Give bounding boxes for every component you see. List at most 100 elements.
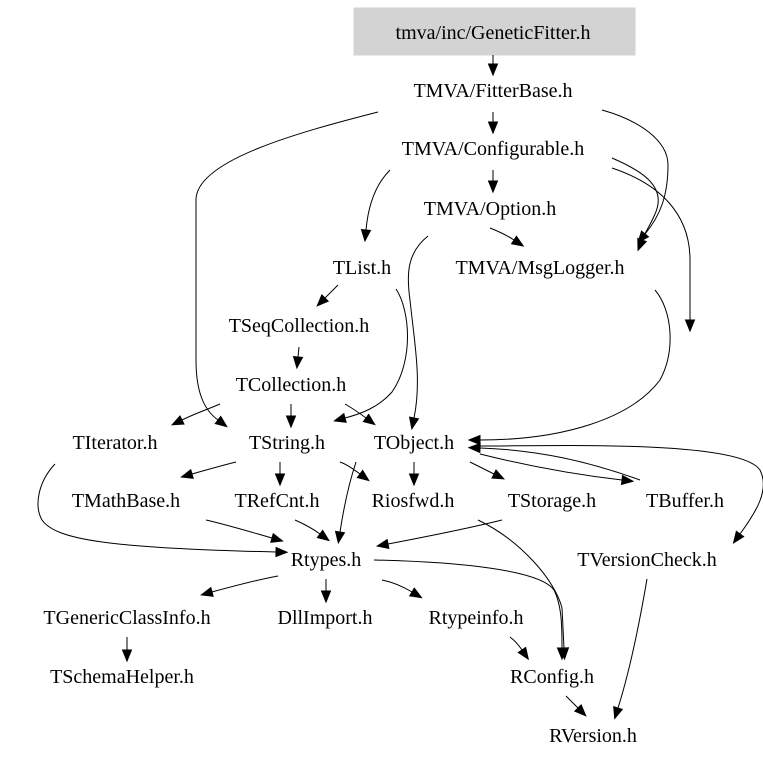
node-rtypeinfo[interactable]: Rtypeinfo.h — [429, 607, 524, 629]
edge-line — [479, 445, 763, 535]
edge-arrowhead — [362, 413, 376, 426]
edge-rtypes-to-rtypeinfo — [381, 579, 423, 599]
graph-edges — [37, 55, 763, 720]
node-tobject[interactable]: TObject.h — [374, 432, 454, 454]
edge-tlist-to-tseqcollection — [316, 284, 339, 307]
edge-arrowhead — [408, 587, 423, 599]
edge-configurable-to-msglogger — [611, 157, 659, 252]
node-tseqcollection[interactable]: TSeqCollection.h — [229, 315, 370, 337]
edge-tversioncheck-to-rversion — [613, 578, 648, 720]
node-tlist[interactable]: TList.h — [333, 257, 391, 279]
edge-titerator-to-rtypes — [37, 463, 289, 558]
edge-line — [205, 519, 273, 539]
node-option[interactable]: TMVA/Option.h — [424, 198, 556, 220]
edge-fitterbase-to-tstring — [195, 111, 379, 428]
node-tmathbase[interactable]: TMathBase.h — [72, 490, 180, 512]
edge-line — [365, 169, 391, 231]
node-msglogger[interactable]: TMVA/MsgLogger.h — [455, 257, 624, 279]
edge-arrowhead — [270, 532, 284, 543]
edge-line — [509, 636, 523, 651]
edge-configurable-to-tobject — [611, 167, 696, 333]
edge-arrowhead — [517, 646, 529, 661]
edge-arrowhead — [275, 546, 289, 558]
edge-arrowhead — [180, 468, 194, 479]
edge-arrowhead — [487, 63, 499, 77]
node-tstring[interactable]: TString.h — [249, 432, 325, 454]
edge-arrowhead — [356, 469, 370, 482]
node-tcollection[interactable]: TCollection.h — [236, 374, 347, 396]
node-dllimport[interactable]: DllImport.h — [278, 607, 373, 629]
edge-line — [37, 463, 277, 553]
edge-tobject-to-tstorage — [469, 461, 506, 480]
edge-arrowhead — [620, 474, 635, 486]
edge-arrowhead — [487, 121, 499, 135]
edge-arrowhead — [375, 538, 390, 550]
edge-fitterbase-to-configurable — [487, 112, 499, 135]
node-tbuffer[interactable]: TBuffer.h — [646, 490, 724, 512]
root-node-box — [353, 7, 636, 56]
edge-line — [339, 461, 357, 533]
edge-fitterbase-to-msglogger — [601, 109, 669, 244]
edge-tcollection-to-tstring — [285, 404, 297, 429]
edge-arrowhead — [360, 228, 372, 243]
edge-tobject-to-riosfwd — [408, 462, 420, 487]
node-tgenericclassinfo[interactable]: TGenericClassInfo.h — [43, 607, 210, 629]
edge-tgenericclassinfo-to-tschemahelper — [121, 637, 133, 663]
edge-arrowhead — [121, 649, 133, 663]
edge-option-to-msglogger — [489, 227, 525, 247]
edge-tbuffer-to-tobject — [467, 442, 641, 481]
node-tschemahelper[interactable]: TSchemaHelper.h — [50, 666, 194, 688]
edge-arrowhead — [637, 237, 648, 252]
edge-line — [381, 579, 413, 593]
edge-tstring-to-riosfwd — [339, 461, 370, 482]
node-rversion[interactable]: RVersion.h — [549, 725, 637, 747]
edge-line — [617, 578, 648, 709]
edge-line — [344, 288, 408, 419]
node-rconfig[interactable]: RConfig.h — [510, 666, 594, 688]
edge-line — [611, 157, 659, 241]
edge-line — [195, 111, 379, 421]
edge-configurable-to-option — [487, 170, 499, 194]
edge-configurable-to-tlist — [360, 169, 391, 243]
node-riosfwd[interactable]: Riosfwd.h — [372, 490, 455, 512]
edge-line — [469, 461, 495, 475]
node-titerator[interactable]: TIterator.h — [73, 432, 158, 454]
edge-option-to-tobject — [407, 235, 429, 431]
edge-arrowhead — [316, 293, 330, 307]
edge-line — [489, 227, 515, 241]
node-tversioncheck[interactable]: TVersionCheck.h — [577, 549, 716, 571]
edge-arrowhead — [556, 647, 568, 661]
edge-line — [479, 289, 671, 441]
edge-trefcnt-to-rtypes — [294, 519, 330, 542]
edge-arrowhead — [467, 434, 481, 446]
node-configurable[interactable]: TMVA/Configurable.h — [402, 138, 584, 160]
edge-line — [191, 461, 237, 475]
node-tstorage[interactable]: TStorage.h — [508, 490, 596, 512]
edge-line — [339, 461, 361, 475]
edge-rconfig-to-rversion — [565, 695, 587, 717]
edge-arrowhead — [285, 415, 297, 429]
edge-arrowhead — [274, 473, 286, 487]
edge-arrowhead — [333, 412, 347, 423]
edge-tmathbase-to-rtypes — [205, 519, 284, 543]
edge-line — [601, 109, 669, 235]
edge-arrowhead — [467, 442, 481, 454]
node-fitterbase[interactable]: TMVA/FitterBase.h — [413, 80, 572, 102]
edge-line — [373, 559, 563, 649]
node-root[interactable]: tmva/inc/GeneticFitter.h — [396, 22, 591, 44]
node-rtypes[interactable]: Rtypes.h — [291, 549, 362, 571]
edge-tstring-to-tmathbase — [180, 461, 237, 479]
edge-tcollection-to-tobject — [344, 403, 376, 426]
edge-arrowhead — [292, 355, 304, 370]
edge-root-to-fitterbase — [487, 55, 499, 77]
node-trefcnt[interactable]: TRefCnt.h — [235, 490, 320, 512]
edge-line — [479, 447, 641, 481]
edge-arrowhead — [170, 415, 185, 426]
edge-tseqcollection-to-tcollection — [292, 346, 304, 370]
edge-line — [211, 575, 279, 593]
edge-tlist-to-tstring — [333, 288, 408, 423]
edge-line — [297, 346, 300, 358]
edge-rtypes-to-dllimport — [320, 579, 332, 604]
edge-tstring-to-trefcnt — [274, 462, 286, 487]
